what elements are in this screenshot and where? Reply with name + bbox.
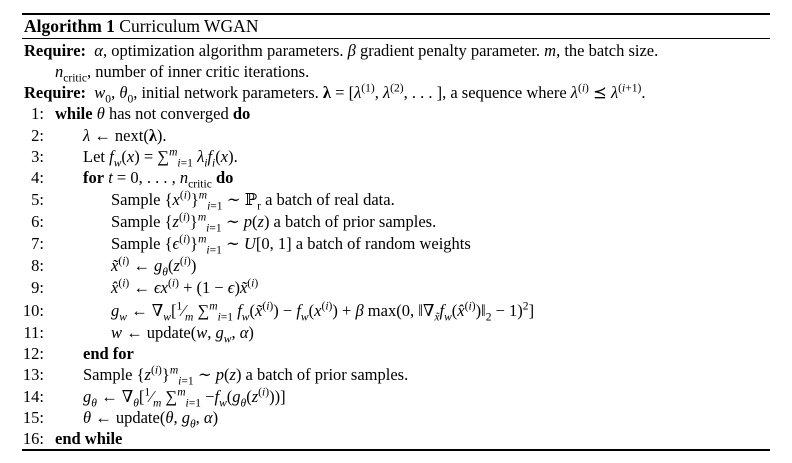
require-continuation: ncritic, number of inner critic iteratio… (55, 62, 310, 85)
keyword-end-for: end for (83, 344, 134, 363)
algo-line: 7: Sample {ϵ(i)}mi=1 ∼ U[0, 1] a batch o… (0, 234, 792, 256)
require-keyword: Require: (24, 41, 87, 60)
algo-line: 5: Sample {x(i)}mi=1 ∼ ℙr a batch of rea… (0, 190, 792, 212)
algo-line: 9: x̂(i) ← ϵx(i) + (1 − ϵ)x̃(i) (0, 278, 792, 300)
algo-line: 2: λ ← next(λ). (0, 126, 792, 148)
require-text-2: w0, θ0, initial network parameters. λ = … (94, 82, 646, 106)
line-number: 11: (23, 323, 44, 342)
require-line-2: Require: w0, θ0, initial network paramet… (24, 82, 646, 106)
line-code: gθ ← ∇θ[1⁄m ∑mi=1 −fw(gθ(z(i)))] (83, 386, 286, 410)
keyword-do: do (215, 168, 234, 187)
line-code: w ← update(w, gw, α) (111, 323, 254, 346)
line-number: 16: (22, 429, 44, 448)
line-number: 8: (31, 256, 44, 275)
line-number: 9: (31, 278, 44, 297)
algo-line: 8: x̃(i) ← gθ(z(i)) (0, 256, 792, 278)
line-code: Sample {z(i)}mi=1 ∼ p(z) a batch of prio… (111, 211, 437, 235)
line-code: Sample {ϵ(i)}mi=1 ∼ U[0, 1] a batch of r… (111, 233, 471, 257)
line-number: 5: (31, 190, 44, 209)
line-code: gw ← ∇w[1⁄m ∑mi=1 fw(x̃(i)) − fw(x(i)) +… (111, 300, 535, 324)
line-code: Sample {z(i)}mi=1 ∼ p(z) a batch of prio… (83, 364, 409, 388)
line-number: 10: (22, 301, 44, 320)
line-code: Let fw(x) = ∑mi=1 λifi(x). (83, 146, 238, 170)
keyword-while: while (55, 104, 93, 123)
require-line-1: Require: α, optimization algorithm param… (24, 41, 658, 61)
line-number: 2: (31, 126, 44, 145)
line-code: θ ← update(θ, gθ, α) (83, 408, 219, 431)
line-code: Sample {x(i)}mi=1 ∼ ℙr a batch of real d… (111, 189, 395, 213)
line-number: 14: (22, 387, 44, 406)
line-code: x̂(i) ← ϵx(i) + (1 − ϵ)x̃(i) (111, 277, 259, 297)
top-rule (22, 13, 770, 15)
algo-line: 6: Sample {z(i)}mi=1 ∼ p(z) a batch of p… (0, 212, 792, 234)
algorithm-label: Algorithm 1 (24, 16, 115, 36)
algo-line: 3: Let fw(x) = ∑mi=1 λifi(x). (0, 147, 792, 169)
line-code: while θ has not converged do (55, 104, 251, 123)
line-number: 1: (31, 104, 44, 123)
line-number: 3: (31, 147, 44, 166)
line-number: 6: (31, 212, 44, 231)
line-code: λ ← next(λ). (83, 126, 167, 145)
require-keyword-2: Require: (24, 83, 87, 102)
algo-line: 13: Sample {z(i)}mi=1 ∼ p(z) a batch of … (0, 365, 792, 387)
keyword-do: do (232, 104, 251, 123)
line-number: 4: (31, 168, 44, 187)
bottom-rule (22, 449, 770, 451)
algo-line: 15: θ ← update(θ, gθ, α) (0, 408, 792, 430)
algorithm-name: Curriculum WGAN (119, 16, 259, 36)
line-code: x̃(i) ← gθ(z(i)) (111, 255, 197, 279)
algo-line: 16: end while (0, 429, 792, 451)
algo-line: 14: gθ ← ∇θ[1⁄m ∑mi=1 −fw(gθ(z(i)))] (0, 387, 792, 409)
algo-line: 12: end for (0, 344, 792, 366)
line-number: 7: (31, 234, 44, 253)
line-number: 13: (22, 365, 44, 384)
line-number: 15: (22, 408, 44, 427)
algorithm-caption: Algorithm 1 Curriculum WGAN (24, 16, 258, 37)
caption-rule (22, 38, 770, 39)
algo-line: 1: while θ has not converged do (0, 104, 792, 126)
line-number: 12: (22, 344, 44, 363)
require-text-1: α, optimization algorithm parameters. β … (94, 41, 659, 60)
algo-line: 11: w ← update(w, gw, α) (0, 323, 792, 345)
keyword-end-while: end while (55, 429, 123, 448)
line-code: for t = 0, . . . , ncritic do (83, 168, 234, 191)
keyword-for: for (83, 168, 105, 187)
algo-line: 4: for t = 0, . . . , ncritic do (0, 168, 792, 190)
algo-line: 10: gw ← ∇w[1⁄m ∑mi=1 fw(x̃(i)) − fw(x(i… (0, 301, 792, 323)
